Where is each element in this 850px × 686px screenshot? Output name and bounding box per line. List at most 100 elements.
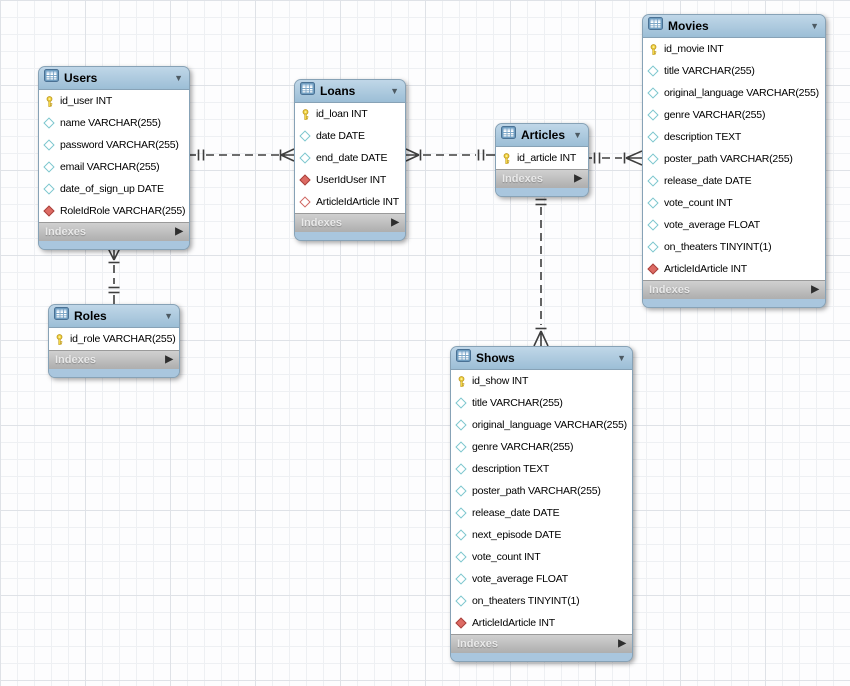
column-row[interactable]: title VARCHAR(255) [643,60,825,82]
column-row[interactable]: vote_average FLOAT [451,568,632,590]
indexes-footer[interactable]: Indexes ▶ [643,280,825,299]
column-row[interactable]: id_loan INT [295,103,405,125]
column-row[interactable]: next_episode DATE [451,524,632,546]
indexes-footer[interactable]: Indexes ▶ [451,634,632,653]
primary-key-icon [299,108,311,120]
column-row[interactable]: id_movie INT [643,38,825,60]
column-icon [455,419,467,431]
column-row[interactable]: id_role VARCHAR(255) [49,328,179,350]
column-row[interactable]: ArticleIdArticle INT [643,258,825,280]
table-title: Articles [521,128,566,142]
column-icon [299,130,311,142]
column-row[interactable]: on_theaters TINYINT(1) [451,590,632,612]
column-label: poster_path VARCHAR(255) [472,485,601,497]
table-header[interactable]: Users ▼ [39,67,189,90]
table-header[interactable]: Loans ▼ [295,80,405,103]
expand-arrow-icon: ▶ [618,638,626,649]
column-icon [43,161,55,173]
column-row[interactable]: genre VARCHAR(255) [451,436,632,458]
collapse-triangle-icon[interactable]: ▼ [390,85,399,96]
table-header[interactable]: Shows ▼ [451,347,632,370]
column-icon [455,485,467,497]
collapse-triangle-icon[interactable]: ▼ [164,310,173,321]
column-row[interactable]: password VARCHAR(255) [39,134,189,156]
expand-arrow-icon: ▶ [391,217,399,228]
column-label: ArticleIdArticle INT [664,263,747,275]
column-label: id_loan INT [316,108,368,120]
column-row[interactable]: vote_count INT [451,546,632,568]
relationship-articles-movies[interactable] [589,150,643,166]
collapse-triangle-icon[interactable]: ▼ [617,352,626,363]
column-row[interactable]: date DATE [295,125,405,147]
column-row[interactable]: description TEXT [643,126,825,148]
primary-key-icon [43,95,55,107]
collapse-triangle-icon[interactable]: ▼ [573,129,582,140]
column-row[interactable]: poster_path VARCHAR(255) [451,480,632,502]
column-row[interactable]: id_article INT [496,147,588,169]
indexes-label: Indexes [55,354,96,366]
table-title: Users [64,71,98,85]
table-movies[interactable]: Movies ▼ id_movie INT title VARCHAR(255) o… [642,14,826,308]
column-row[interactable]: vote_average FLOAT [643,214,825,236]
column-row[interactable]: original_language VARCHAR(255) [643,82,825,104]
column-row[interactable]: email VARCHAR(255) [39,156,189,178]
collapse-triangle-icon[interactable]: ▼ [810,20,819,31]
column-row[interactable]: date_of_sign_up DATE [39,178,189,200]
column-row[interactable]: original_language VARCHAR(255) [451,414,632,436]
indexes-footer[interactable]: Indexes ▶ [496,169,588,188]
table-roles[interactable]: Roles ▼ id_role VARCHAR(255) Indexes ▶ [48,304,180,378]
primary-key-icon [455,375,467,387]
column-label: date DATE [316,130,365,142]
foreign-key-icon [455,617,467,629]
column-row[interactable]: title VARCHAR(255) [451,392,632,414]
column-label: next_episode DATE [472,529,562,541]
column-label: RoleIdRole VARCHAR(255) [60,205,186,217]
indexes-footer[interactable]: Indexes ▶ [39,222,189,241]
table-title: Loans [320,84,356,98]
table-loans[interactable]: Loans ▼ id_loan INT date DATE end_date DAT… [294,79,406,241]
column-row[interactable]: RoleIdRole VARCHAR(255) [39,200,189,222]
column-label: password VARCHAR(255) [60,139,179,151]
expand-arrow-icon: ▶ [165,354,173,365]
column-row[interactable]: release_date DATE [643,170,825,192]
relationship-loans-articles[interactable] [405,148,495,162]
column-row[interactable]: name VARCHAR(255) [39,112,189,134]
column-label: vote_average FLOAT [664,219,761,231]
column-row[interactable]: end_date DATE [295,147,405,169]
table-icon [501,126,516,144]
table-bottom-strip [643,299,825,307]
foreign-key-icon [647,263,659,275]
column-row[interactable]: id_show INT [451,370,632,392]
collapse-triangle-icon[interactable]: ▼ [174,72,183,83]
relationship-users-roles[interactable] [106,245,122,304]
column-row[interactable]: genre VARCHAR(255) [643,104,825,126]
table-header[interactable]: Roles ▼ [49,305,179,328]
column-row[interactable]: description TEXT [451,458,632,480]
column-row[interactable]: vote_count INT [643,192,825,214]
column-icon [455,529,467,541]
table-icon [300,82,315,100]
table-icon [456,349,471,367]
indexes-footer[interactable]: Indexes ▶ [49,350,179,369]
table-articles[interactable]: Articles ▼ id_article INT Indexes ▶ [495,123,589,197]
column-row[interactable]: poster_path VARCHAR(255) [643,148,825,170]
column-row[interactable]: id_user INT [39,90,189,112]
column-icon [455,397,467,409]
table-header[interactable]: Movies ▼ [643,15,825,38]
table-header[interactable]: Articles ▼ [496,124,588,147]
relationship-articles-shows[interactable] [533,193,549,347]
indexes-footer[interactable]: Indexes ▶ [295,213,405,232]
column-row[interactable]: on_theaters TINYINT(1) [643,236,825,258]
column-icon [647,197,659,209]
column-label: title VARCHAR(255) [664,65,755,77]
column-row[interactable]: release_date DATE [451,502,632,524]
column-row[interactable]: UserIdUser INT [295,169,405,191]
relationship-users-loans[interactable] [190,148,295,162]
column-label: id_role VARCHAR(255) [70,333,176,345]
column-row[interactable]: ArticleIdArticle INT [295,191,405,213]
column-row[interactable]: ArticleIdArticle INT [451,612,632,634]
